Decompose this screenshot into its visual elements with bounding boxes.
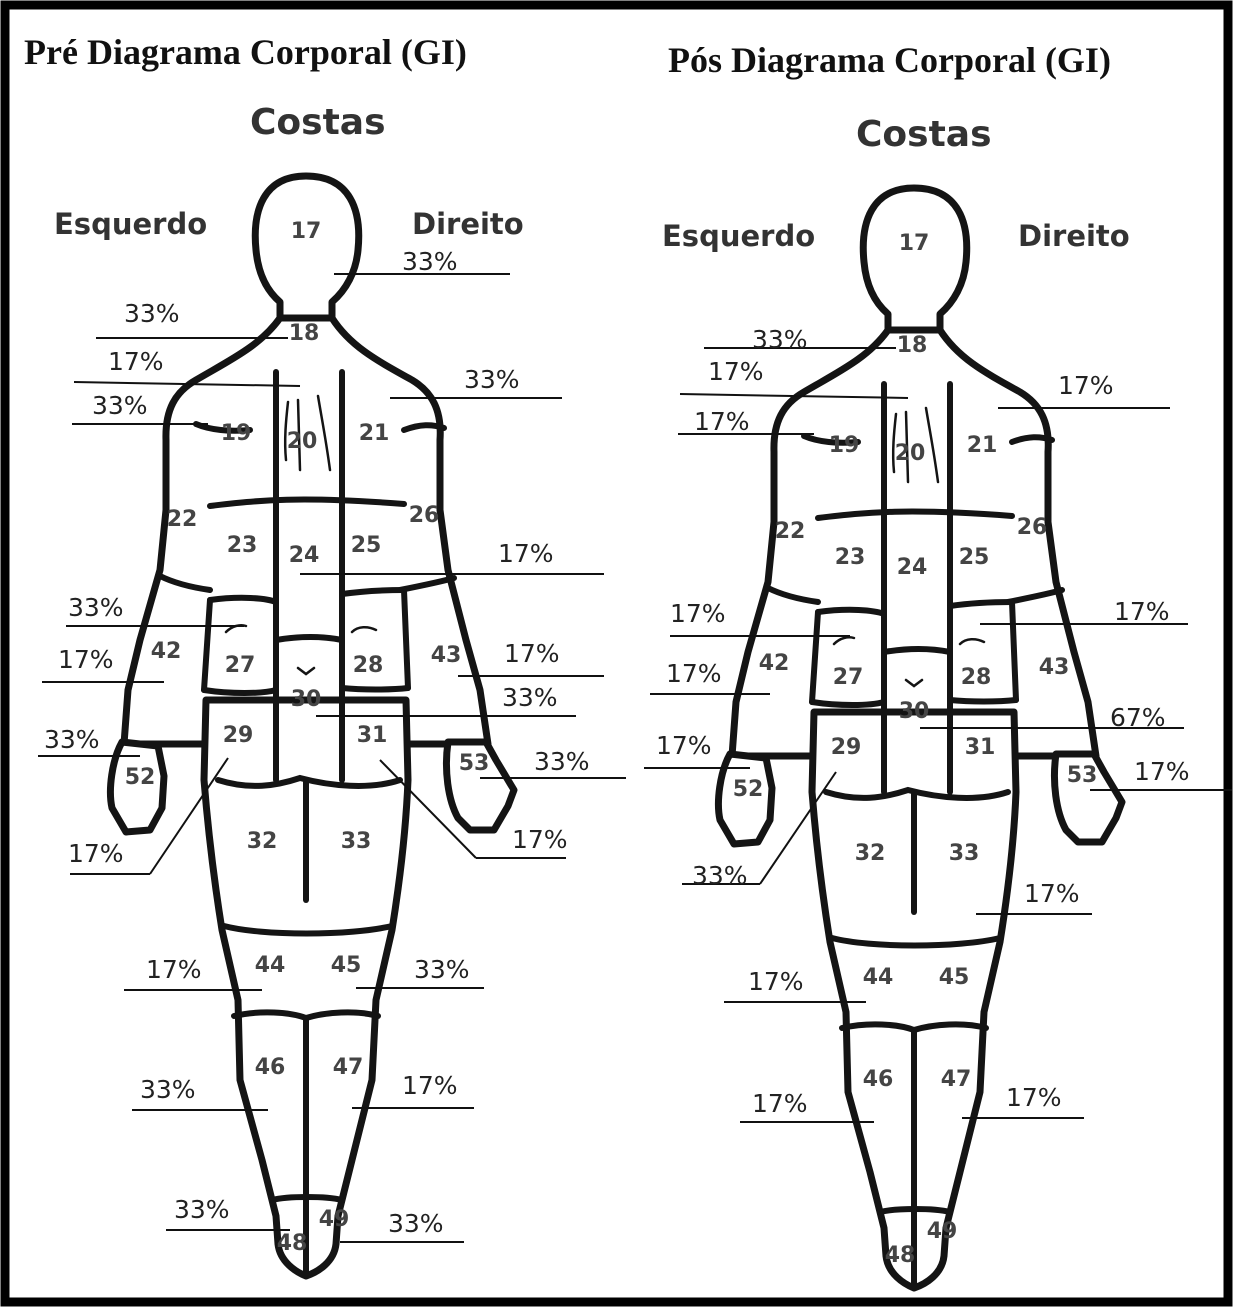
region-number-pre-27: 27 [225, 653, 256, 678]
region-number-pre-20: 20 [287, 429, 318, 454]
region-number-pos-53: 53 [1067, 763, 1098, 788]
percent-label-pre-19: 33% [92, 391, 148, 420]
region-number-pos-18: 18 [897, 333, 928, 358]
region-number-pre-42: 42 [151, 639, 182, 664]
region-number-pre-26: 26 [409, 503, 440, 528]
left-label-pre: Esquerdo [54, 207, 207, 241]
region-number-pre-23: 23 [227, 533, 258, 558]
region-number-pre-17: 17 [291, 219, 322, 244]
percent-label-pre-18: 33% [124, 299, 180, 328]
region-number-pre-22: 22 [167, 507, 198, 532]
percent-label-pre-52: 33% [44, 725, 100, 754]
percent-label-pre-27: 33% [68, 593, 124, 622]
region-number-pos-30: 30 [899, 699, 930, 724]
percent-label-pre-30: 33% [502, 683, 558, 712]
percent-label-pos-33: 17% [1024, 879, 1080, 908]
region-number-pos-49: 49 [927, 1219, 958, 1244]
view-label-pos: Costas [856, 114, 992, 155]
percent-label-pre-49: 33% [388, 1209, 444, 1238]
region-number-pre-53: 53 [459, 751, 490, 776]
region-number-pos-19: 19 [829, 433, 860, 458]
percent-label-pos-47: 17% [1006, 1083, 1062, 1112]
percent-label-pre-48: 33% [174, 1195, 230, 1224]
percent-label-pos-20: 17% [708, 357, 764, 386]
region-number-pos-27: 27 [833, 665, 864, 690]
panel-title-pre: Pré Diagrama Corporal (GI) [24, 32, 467, 72]
region-number-pre-32: 32 [247, 829, 278, 854]
region-number-pre-21: 21 [359, 421, 390, 446]
percent-label-pos-19: 17% [694, 407, 750, 436]
region-number-pre-33: 33 [341, 829, 372, 854]
right-label-pre: Direito [412, 207, 524, 241]
region-number-pos-25: 25 [959, 545, 990, 570]
region-number-pos-32: 32 [855, 841, 886, 866]
region-number-pre-44: 44 [255, 953, 286, 978]
region-number-pre-47: 47 [333, 1055, 364, 1080]
percent-label-pre-24: 17% [498, 539, 554, 568]
region-number-pos-45: 45 [939, 965, 970, 990]
percent-label-pos-52: 17% [656, 731, 712, 760]
percent-label-pos-46: 17% [752, 1089, 808, 1118]
percent-label-pre-46: 33% [140, 1075, 196, 1104]
region-number-pre-49: 49 [319, 1207, 350, 1232]
percent-label-pre-31: 17% [512, 825, 568, 854]
percent-label-pos-44: 17% [748, 967, 804, 996]
percent-label-pos-27: 17% [670, 599, 726, 628]
percent-label-pre-21: 33% [464, 365, 520, 394]
region-number-pos-29: 29 [831, 735, 862, 760]
region-number-pre-29: 29 [223, 723, 254, 748]
percent-label-pre-45: 33% [414, 955, 470, 984]
region-number-pos-22: 22 [775, 519, 806, 544]
percent-label-pos-42: 17% [666, 659, 722, 688]
region-number-pre-31: 31 [357, 723, 388, 748]
region-number-pos-46: 46 [863, 1067, 894, 1092]
region-number-pre-28: 28 [353, 653, 384, 678]
region-number-pos-23: 23 [835, 545, 866, 570]
region-number-pos-20: 20 [895, 441, 926, 466]
region-number-pos-26: 26 [1017, 515, 1048, 540]
view-label-pre: Costas [250, 102, 386, 143]
percent-label-pre-17: 33% [402, 247, 458, 276]
region-number-pos-24: 24 [897, 555, 928, 580]
region-number-pos-17: 17 [899, 231, 930, 256]
region-number-pre-24: 24 [289, 543, 320, 568]
percent-label-pos-21: 17% [1058, 371, 1114, 400]
region-number-pre-30: 30 [291, 687, 322, 712]
region-number-pre-43: 43 [431, 643, 462, 668]
region-number-pos-52: 52 [733, 777, 764, 802]
region-number-pre-46: 46 [255, 1055, 286, 1080]
region-number-pre-25: 25 [351, 533, 382, 558]
region-number-pos-28: 28 [961, 665, 992, 690]
percent-label-pre-47: 17% [402, 1071, 458, 1100]
region-number-pos-44: 44 [863, 965, 894, 990]
percent-label-pre-42: 17% [58, 645, 114, 674]
region-number-pre-18: 18 [289, 321, 320, 346]
region-number-pos-42: 42 [759, 651, 790, 676]
region-number-pos-48: 48 [885, 1243, 916, 1268]
panel-title-pos: Pós Diagrama Corporal (GI) [668, 40, 1111, 80]
region-number-pre-52: 52 [125, 765, 156, 790]
region-number-pos-47: 47 [941, 1067, 972, 1092]
percent-label-pos-30: 67% [1110, 703, 1166, 732]
left-label-pos: Esquerdo [662, 219, 815, 253]
percent-label-pre-29: 17% [68, 839, 124, 868]
percent-label-pos-18: 33% [752, 325, 808, 354]
percent-label-pre-53: 33% [534, 747, 590, 776]
percent-label-pre-44: 17% [146, 955, 202, 984]
region-number-pre-45: 45 [331, 953, 362, 978]
region-number-pos-31: 31 [965, 735, 996, 760]
right-label-pos: Direito [1018, 219, 1130, 253]
percent-label-pos-29: 33% [692, 861, 748, 890]
percent-label-pos-25: 17% [1114, 597, 1170, 626]
region-number-pos-43: 43 [1039, 655, 1070, 680]
region-number-pos-33: 33 [949, 841, 980, 866]
percent-label-pre-20: 17% [108, 347, 164, 376]
region-number-pre-48: 48 [277, 1231, 308, 1256]
percent-label-pos-53: 17% [1134, 757, 1190, 786]
region-number-pos-21: 21 [967, 433, 998, 458]
region-number-pre-19: 19 [221, 421, 252, 446]
percent-label-pre-43: 17% [504, 639, 560, 668]
